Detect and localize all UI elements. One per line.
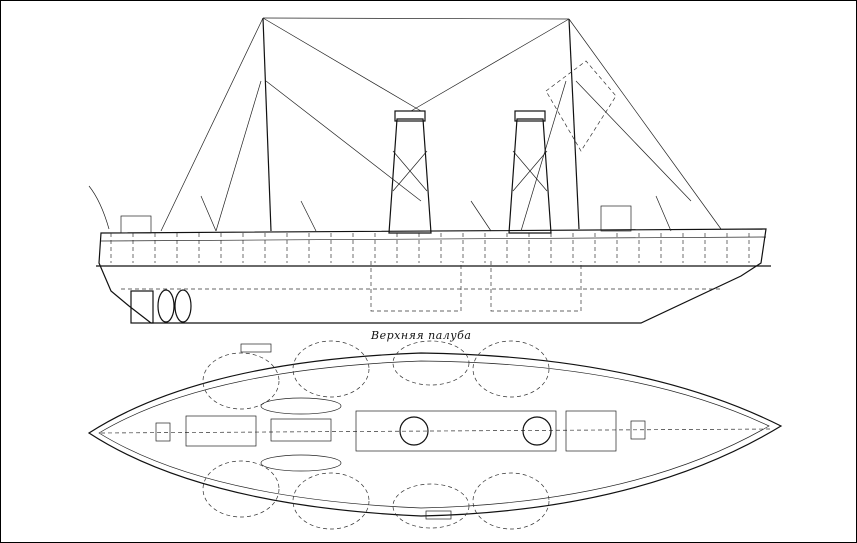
bridge: [600, 205, 632, 232]
fore-funnel: [388, 118, 432, 234]
stay: [262, 17, 570, 20]
centerline: [100, 428, 772, 434]
stern-davit: [88, 185, 110, 230]
deck-line: [100, 236, 767, 242]
hull-side: [98, 228, 767, 324]
fore-funnel-plan: [399, 416, 429, 446]
stay: [215, 80, 262, 232]
stay: [265, 80, 422, 202]
stay: [520, 80, 567, 232]
aft-funnel: [508, 118, 552, 234]
deck-edge: [98, 360, 770, 509]
derrick: [545, 60, 617, 152]
hatch: [185, 415, 257, 447]
davits: [200, 195, 672, 232]
stay: [410, 18, 570, 112]
main-mast: [568, 18, 580, 230]
rudder: [130, 290, 154, 324]
fore-mast: [262, 17, 272, 232]
funnel-cap: [394, 110, 426, 122]
funnel-cap: [514, 110, 546, 122]
aft-funnel-plan: [522, 416, 552, 446]
stay: [262, 17, 422, 112]
bulwark-frames: [110, 233, 750, 263]
stay: [575, 80, 692, 202]
casing: [355, 410, 557, 452]
stay: [568, 18, 722, 230]
propeller: [157, 289, 175, 323]
propeller: [174, 289, 192, 323]
upper-deck-label: Верхняя палуба: [371, 329, 472, 342]
hatch: [270, 418, 332, 442]
bridge-plan: [565, 410, 617, 452]
aft-house: [120, 215, 152, 234]
boats: [202, 340, 550, 530]
stay: [160, 17, 264, 232]
funnel-bracing: [392, 150, 548, 192]
skylight: [630, 420, 646, 440]
gangway: [240, 343, 272, 353]
hull-plan: [87, 352, 783, 517]
boiler-rooms: [370, 261, 582, 312]
gangway: [425, 510, 452, 520]
skylight: [155, 422, 171, 442]
